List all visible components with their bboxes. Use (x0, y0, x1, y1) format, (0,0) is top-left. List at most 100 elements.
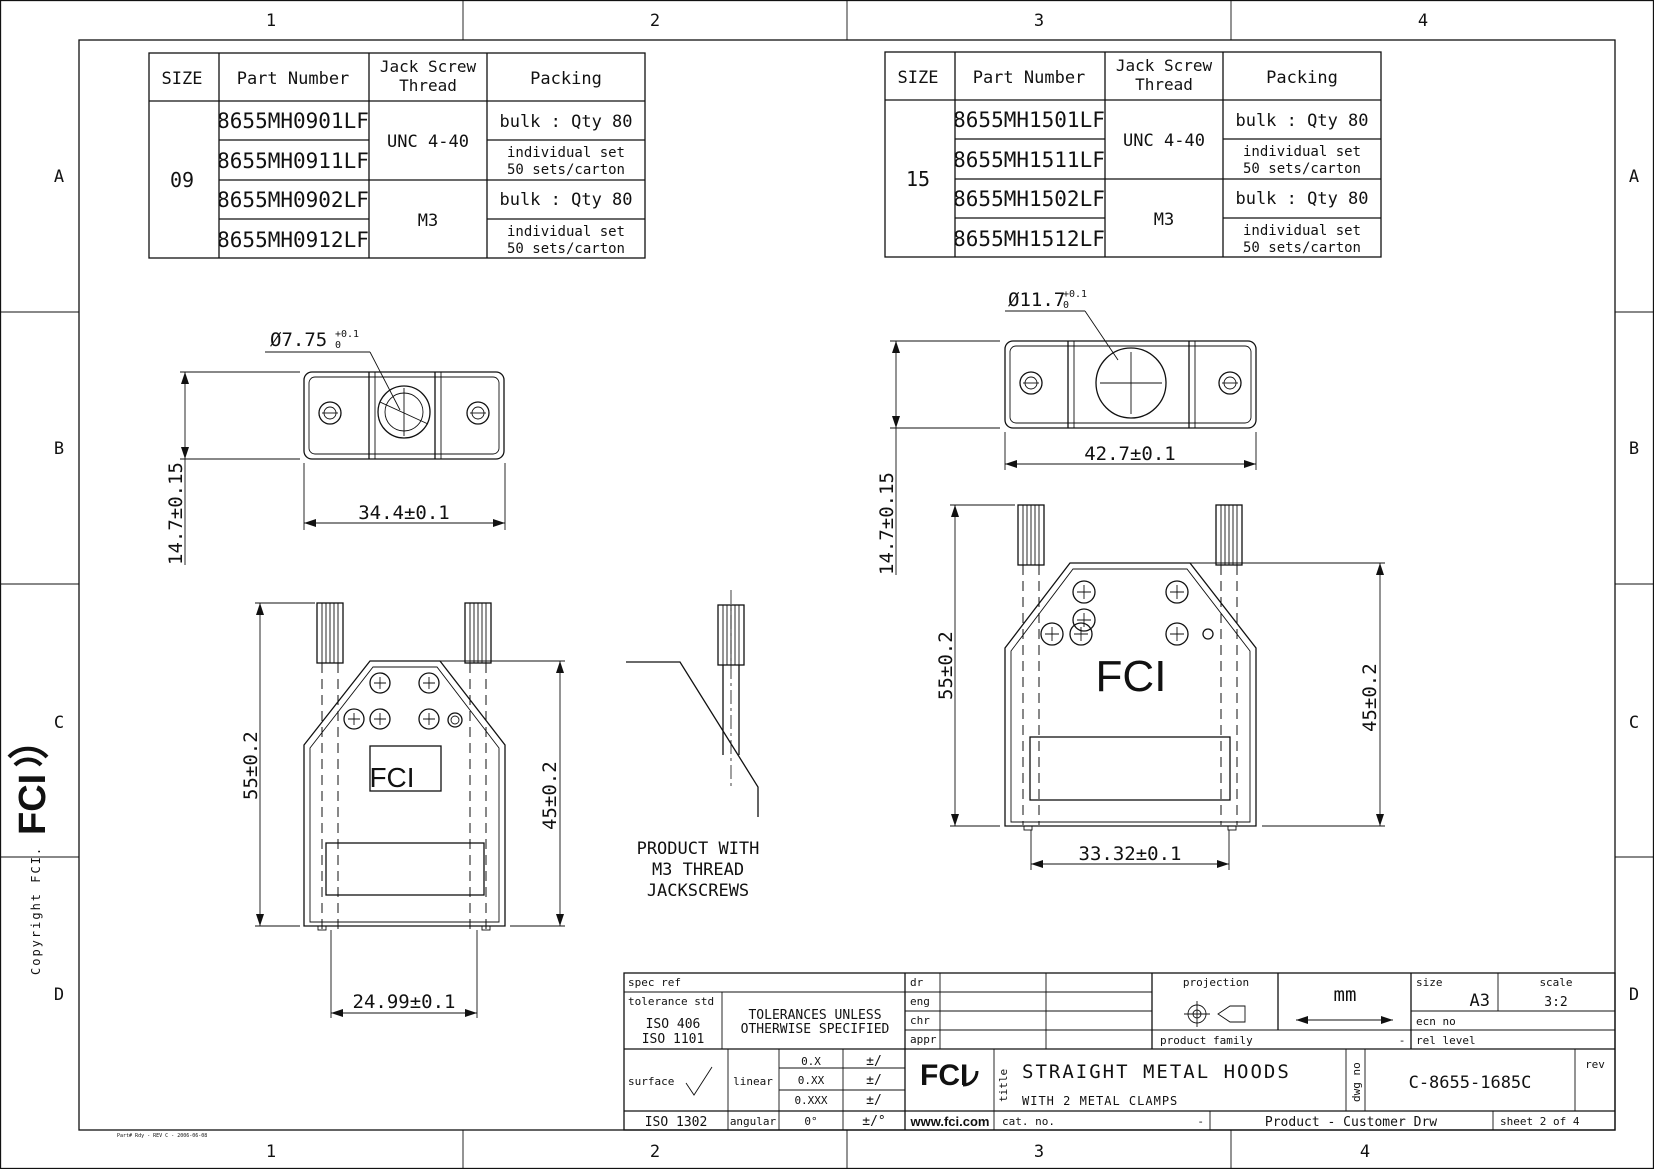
rev-label: rev (1585, 1058, 1605, 1071)
website-label: www.fci.com (910, 1114, 990, 1129)
size-value: 15 (906, 167, 930, 191)
left-top-dims: Ø7.75 +0.1 0 34.4±0.1 14.7±0.15 (165, 329, 450, 565)
packing-2b: 50 sets/carton (507, 162, 625, 178)
product-family-label: product family (1160, 1034, 1253, 1047)
part-number-2: 8655MH1511LF (953, 148, 1105, 172)
col-label-3: 3 (1034, 11, 1044, 31)
role-dr: dr (910, 976, 924, 989)
lin-row-3-a: 0.XXX (794, 1094, 827, 1107)
thread-m3: M3 (1154, 210, 1174, 230)
col-label-2-bottom: 2 (650, 1142, 660, 1162)
scale-value: 3:2 (1544, 995, 1567, 1010)
col-label-1-bottom: 1 (266, 1142, 276, 1162)
title-line-2: WITH 2 METAL CLAMPS (1022, 1094, 1178, 1108)
linear-label: linear (733, 1075, 773, 1088)
ang-row-a: 0° (804, 1115, 817, 1128)
packing-4a: individual set (1243, 223, 1361, 239)
units-label: mm (1334, 984, 1357, 1006)
dia-tol-up: +0.1 (335, 329, 359, 340)
tolerance-std-label: tolerance std (628, 995, 714, 1008)
packing-1: bulk : Qty 80 (1235, 111, 1368, 131)
height-body-label: 45±0.2 (1359, 663, 1381, 732)
sidebar: Copyright FCI. FCI (7, 746, 54, 975)
packing-1: bulk : Qty 80 (499, 112, 632, 132)
ecn-no-label: ecn no (1416, 1015, 1456, 1028)
note-line-1: PRODUCT WITH (637, 839, 760, 859)
title-label: title (997, 1069, 1010, 1102)
rel-level-label: rel level (1416, 1034, 1476, 1047)
lin-row-1-b: ±/ (866, 1054, 882, 1069)
lin-row-1-a: 0.X (801, 1055, 821, 1068)
role-chr: chr (910, 1014, 930, 1027)
left-front-dims: FCI 55±0.2 45±0.2 24.99±0.1 (240, 731, 561, 1013)
title-block-text: spec ref tolerance std TOLERANCES UNLESS… (628, 976, 1605, 1130)
packing-4b: 50 sets/carton (1243, 240, 1361, 256)
angular-label: angular (730, 1115, 777, 1128)
table-right (884, 51, 1382, 258)
part-number-2: 8655MH0911LF (217, 149, 369, 173)
fci-logo-right: FCI (1096, 652, 1167, 701)
note-line-3: JACKSCREWS (647, 881, 749, 901)
left-top-view (180, 351, 506, 565)
col-label-4: 4 (1418, 11, 1428, 31)
packing-2a: individual set (507, 145, 625, 161)
right-top-view (890, 310, 1257, 575)
width-bottom-label: 33.32±0.1 (1079, 843, 1182, 865)
row-label-a: A (54, 167, 64, 187)
tolerances-note-2: OTHERWISE SPECIFIED (741, 1022, 890, 1037)
row-label-d: D (54, 985, 64, 1005)
dwg-no-label: dwg no (1350, 1062, 1363, 1102)
ang-row-b: ±/° (862, 1114, 885, 1129)
packing-2b: 50 sets/carton (1243, 161, 1361, 177)
left-front-view (255, 602, 565, 1018)
row-label-a-right: A (1629, 167, 1639, 187)
thread-unc: UNC 4-40 (387, 132, 469, 152)
header-size: SIZE (162, 69, 203, 89)
fci-title-logo: FCI (920, 1059, 979, 1092)
table-left (148, 52, 646, 259)
svg-text:FCI: FCI (369, 762, 414, 793)
dia-tol-up: +0.1 (1063, 289, 1087, 300)
scale-label: scale (1539, 976, 1572, 989)
width-top-label: 42.7±0.1 (1084, 443, 1176, 465)
grid-labels: 1 2 3 4 1 2 3 4 A B C D A B C D (54, 11, 1639, 1162)
thread-m3: M3 (418, 211, 438, 231)
title-line-1: STRAIGHT METAL HOODS (1022, 1061, 1291, 1083)
right-front-dims: FCI 55±0.2 45±0.2 33.32±0.1 (935, 631, 1381, 865)
m3-detail (626, 590, 759, 817)
svg-text:FCI: FCI (12, 774, 54, 835)
col-label-1: 1 (266, 11, 276, 31)
col-label-2: 2 (650, 11, 660, 31)
width-top-label: 34.4±0.1 (358, 502, 450, 524)
iso-1302: ISO 1302 (645, 1115, 708, 1130)
col-label-4-bottom: 4 (1360, 1142, 1370, 1162)
packing-4a: individual set (507, 224, 625, 240)
right-front-view (950, 504, 1385, 870)
size-value: A3 (1470, 991, 1490, 1011)
part-number-1: 8655MH0901LF (217, 109, 369, 133)
spec-ref-label: spec ref (628, 976, 681, 989)
projection-label: projection (1183, 976, 1249, 989)
packing-2a: individual set (1243, 144, 1361, 160)
iso-1101: ISO 1101 (642, 1032, 705, 1047)
fci-logo-left: FCI (369, 762, 414, 793)
lin-row-2-a: 0.XX (798, 1074, 825, 1087)
fci-sidebar-logo: FCI (7, 746, 54, 835)
row-label-b-right: B (1629, 439, 1639, 459)
col-label-3-bottom: 3 (1034, 1142, 1044, 1162)
dwg-no: C-8655-1685C (1409, 1073, 1532, 1093)
height-top-label: 14.7±0.15 (876, 472, 898, 575)
svg-text:FCI: FCI (920, 1059, 968, 1092)
role-appr: appr (910, 1033, 937, 1046)
product-family-dash: - (1399, 1034, 1406, 1047)
width-bottom-label: 24.99±0.1 (353, 991, 456, 1013)
height-body-label: 45±0.2 (539, 761, 561, 830)
tolerances-note-1: TOLERANCES UNLESS (748, 1008, 881, 1023)
surface-label: surface (628, 1075, 674, 1088)
height-top-label: 14.7±0.15 (165, 462, 187, 565)
footer-note: Part# Rdy - REV C - 2006-06-08 (117, 1133, 207, 1139)
